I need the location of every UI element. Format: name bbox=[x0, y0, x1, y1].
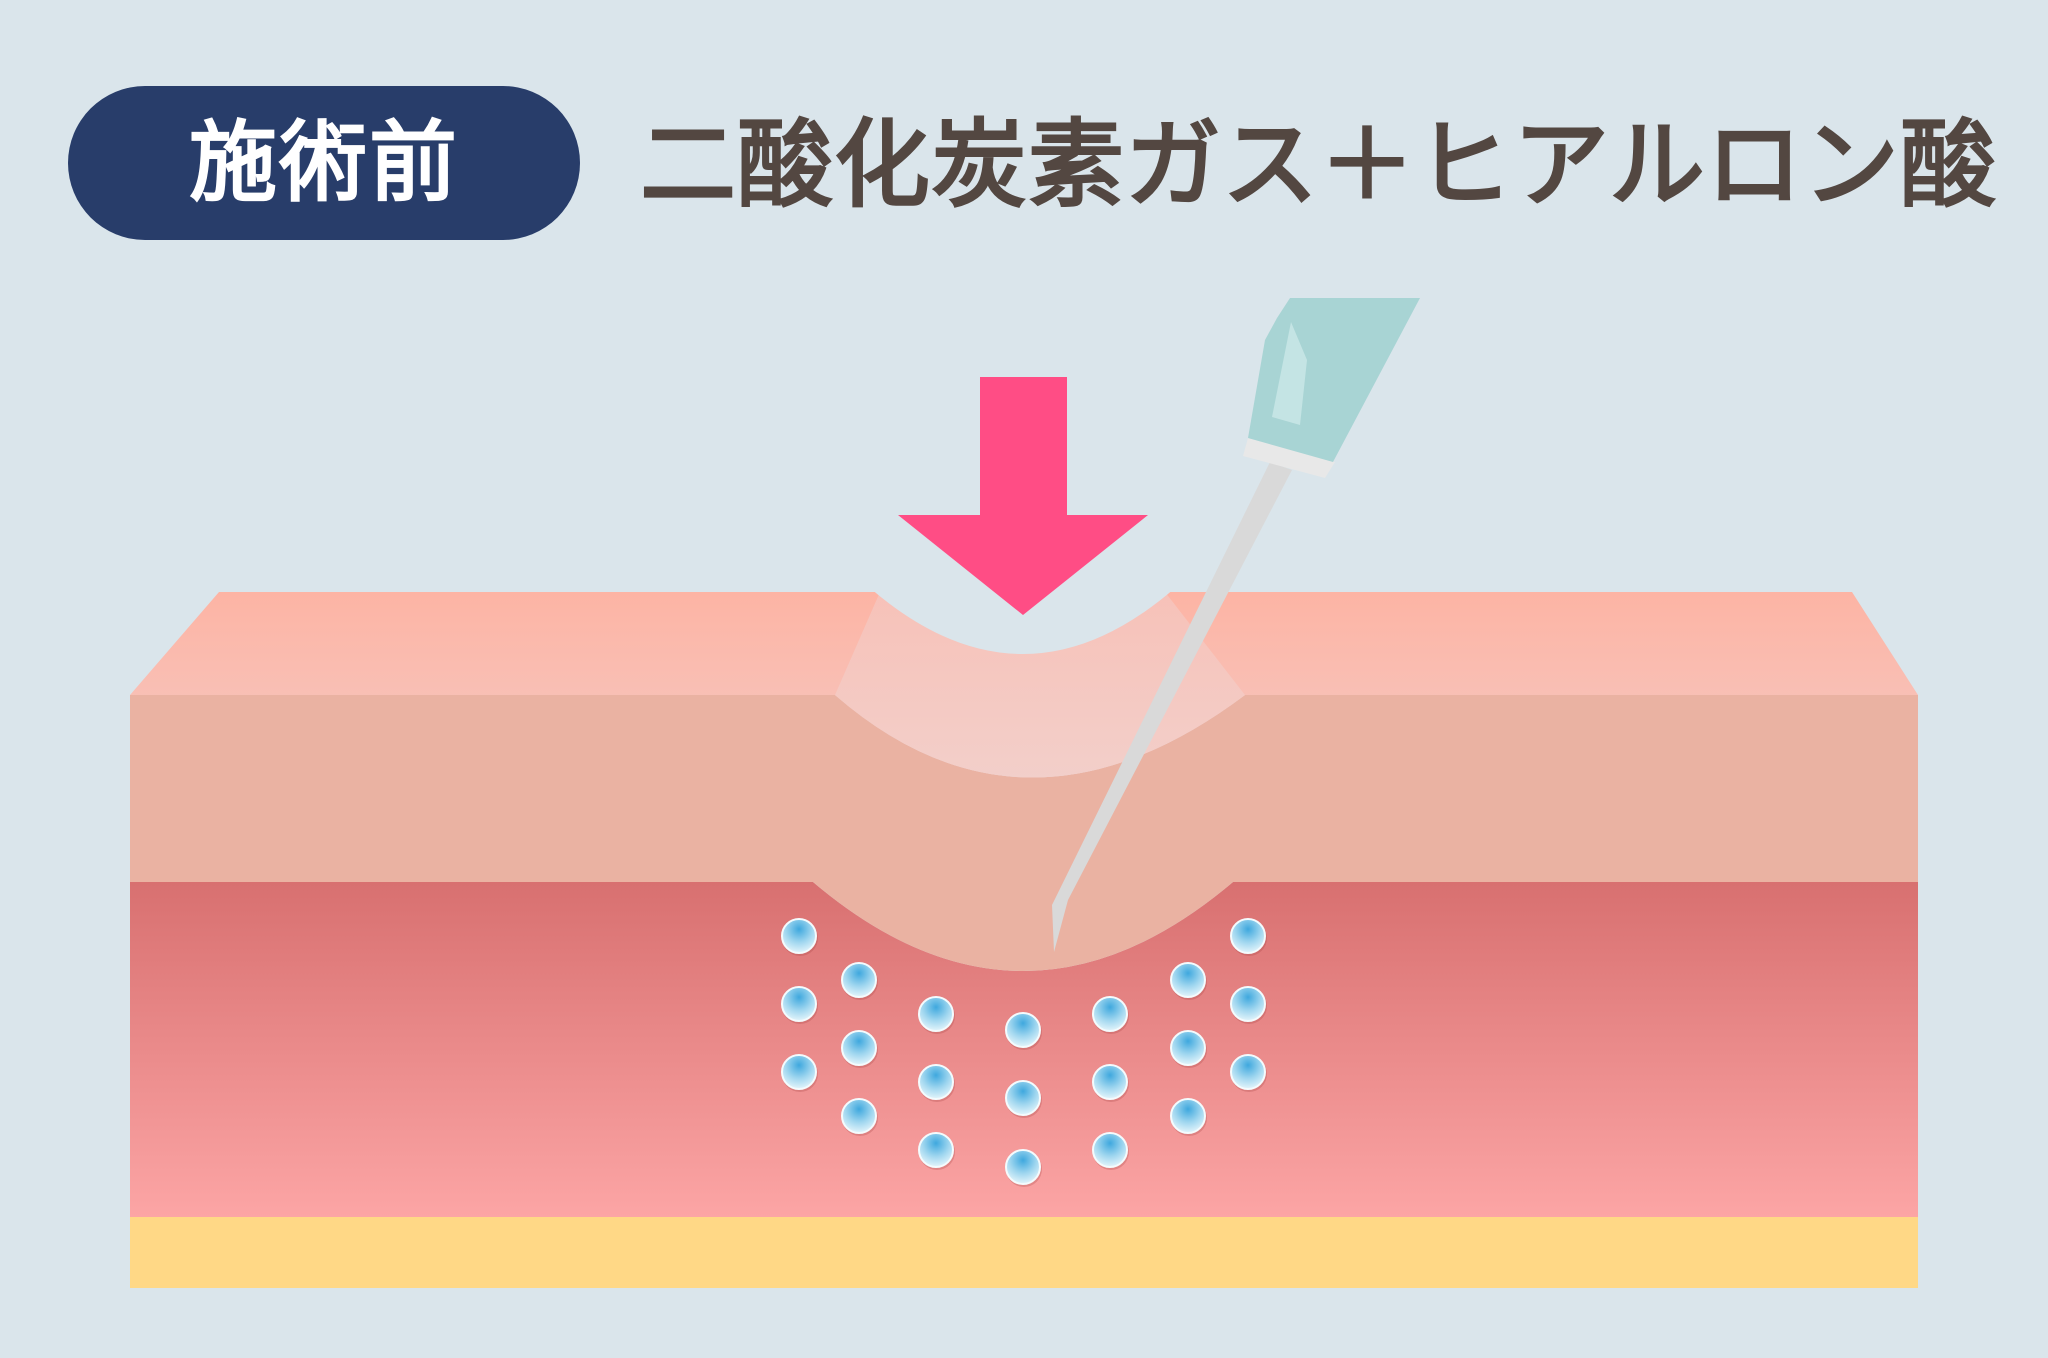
hyaluronic-acid-droplet-icon bbox=[781, 918, 817, 954]
hyaluronic-acid-droplet-icon bbox=[841, 1030, 877, 1066]
hyaluronic-acid-droplet-icon bbox=[1005, 1012, 1041, 1048]
hyaluronic-acid-droplet-icon bbox=[1170, 1030, 1206, 1066]
hyaluronic-acid-droplet-icon bbox=[1170, 962, 1206, 998]
syringe-needle-icon bbox=[1052, 298, 1420, 952]
hyaluronic-acid-droplet-icon bbox=[918, 1132, 954, 1168]
hyaluronic-acid-droplet-icon bbox=[918, 1064, 954, 1100]
hyaluronic-acid-droplet-icon bbox=[781, 1054, 817, 1090]
hyaluronic-acid-droplet-icon bbox=[1092, 996, 1128, 1032]
skin-depression bbox=[870, 588, 1175, 654]
badge-label: 施術前 bbox=[188, 111, 459, 214]
before-treatment-badge: 施術前 bbox=[68, 86, 580, 240]
hyaluronic-acid-droplet-icon bbox=[841, 1098, 877, 1134]
hyaluronic-acid-droplet-icon bbox=[1005, 1149, 1041, 1185]
hyaluronic-acid-droplet-icon bbox=[841, 962, 877, 998]
epidermis-layer bbox=[130, 695, 1918, 971]
dermis-layer bbox=[130, 882, 1918, 1217]
hyaluronic-acid-droplets bbox=[781, 918, 1267, 1187]
hyaluronic-acid-droplet-icon bbox=[1005, 1080, 1041, 1116]
down-arrow-icon bbox=[898, 377, 1148, 615]
fat-layer bbox=[130, 1217, 1918, 1288]
hyaluronic-acid-droplet-icon bbox=[781, 986, 817, 1022]
page-title: 二酸化炭素ガス＋ヒアルロン酸 bbox=[640, 109, 1998, 221]
hyaluronic-acid-droplet-icon bbox=[1092, 1064, 1128, 1100]
hyaluronic-acid-droplet-icon bbox=[1170, 1098, 1206, 1134]
hyaluronic-acid-droplet-icon bbox=[1230, 1054, 1266, 1090]
hyaluronic-acid-droplet-icon bbox=[1230, 918, 1266, 954]
hyaluronic-acid-droplet-icon bbox=[918, 996, 954, 1032]
hyaluronic-acid-droplet-icon bbox=[1230, 986, 1266, 1022]
hyaluronic-acid-droplet-icon bbox=[1092, 1132, 1128, 1168]
